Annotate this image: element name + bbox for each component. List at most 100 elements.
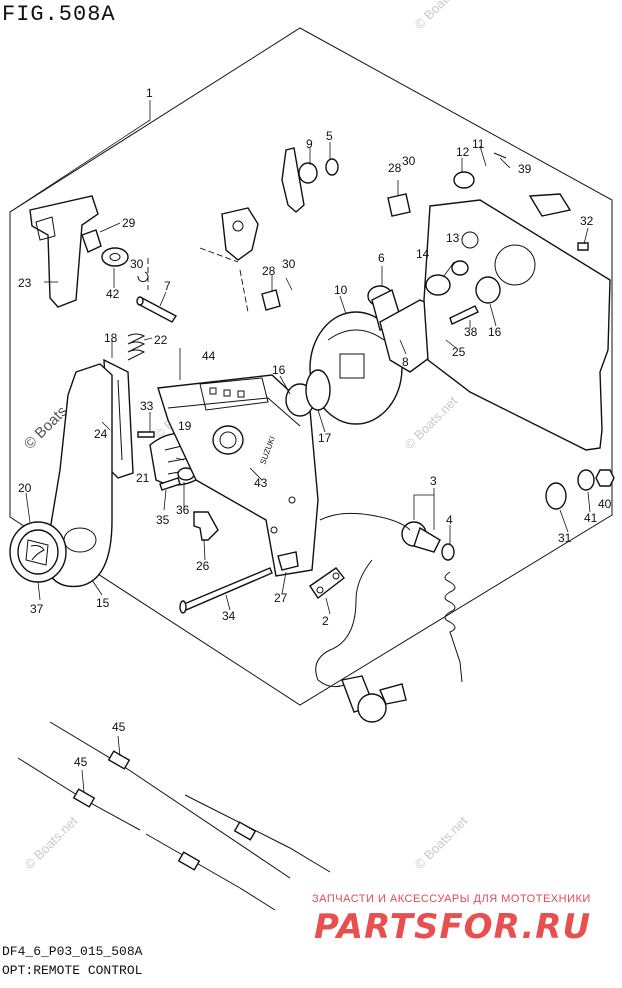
part-snap-ring xyxy=(137,271,149,283)
callout: 30 xyxy=(402,154,416,168)
callout: 1 xyxy=(146,86,153,100)
callout: 26 xyxy=(196,559,210,573)
shop-watermark: ЗАПЧАСТИ И АКСЕССУАРЫ ДЛЯ МОТОТЕХНИКИ PA… xyxy=(312,893,591,947)
callout: 22 xyxy=(154,333,168,347)
part-ring xyxy=(305,369,331,411)
part-cable-clip xyxy=(277,551,299,571)
part-cover-plate xyxy=(528,193,572,217)
callout: 44 xyxy=(202,349,216,363)
part-clip xyxy=(387,193,411,217)
part-control-cable xyxy=(17,757,276,911)
callout: 45 xyxy=(74,755,88,769)
callout: 10 xyxy=(334,283,348,297)
callout: 25 xyxy=(452,345,466,359)
part-hub-cap xyxy=(9,521,67,583)
part-connector-plug xyxy=(357,693,387,723)
part-shift-shaft xyxy=(281,147,305,213)
part-seal xyxy=(453,171,475,189)
part-screw xyxy=(493,152,507,159)
part-long-bolt xyxy=(179,567,273,614)
part-clip xyxy=(261,289,281,311)
part-gear xyxy=(425,274,451,296)
part-cable-end xyxy=(309,567,345,600)
part-back-plate xyxy=(423,199,611,451)
part-bushing xyxy=(298,162,318,184)
callout: 40 xyxy=(598,497,612,511)
callout: 7 xyxy=(164,279,171,293)
callout: 15 xyxy=(96,596,110,610)
assembly-axis-line xyxy=(147,247,249,313)
callout: 23 xyxy=(18,276,32,290)
callout: 31 xyxy=(558,531,572,545)
part-screw xyxy=(137,431,155,438)
watermark: © Boats.net xyxy=(402,393,461,452)
callout: 28 xyxy=(388,161,402,175)
part-washer xyxy=(577,469,595,491)
shop-logo: PARTSFOR.RU xyxy=(314,907,591,947)
part-grommet xyxy=(545,482,567,510)
callout: 4 xyxy=(446,513,453,527)
part-bracket xyxy=(193,511,219,541)
callout: 8 xyxy=(402,355,409,369)
callout: 5 xyxy=(326,129,333,143)
callout: 2 xyxy=(322,614,329,628)
callout: 43 xyxy=(254,476,268,490)
part-handle-grip xyxy=(29,195,99,308)
callout: 24 xyxy=(94,427,108,441)
shop-tagline: ЗАПЧАСТИ И АКСЕССУАРЫ ДЛЯ МОТОТЕХНИКИ xyxy=(312,893,591,905)
watermark: © Boats.net xyxy=(412,813,471,872)
part-screw xyxy=(577,242,589,251)
callout: 18 xyxy=(104,331,118,345)
callout: 3 xyxy=(430,474,437,488)
part-bolt xyxy=(449,305,479,325)
watermark: © Boats.net xyxy=(22,813,81,872)
callout-labels: 1 2 3 4 5 6 7 8 9 10 11 12 13 14 15 16 1… xyxy=(18,86,612,769)
callout: 38 xyxy=(464,325,478,339)
callout: 36 xyxy=(176,503,190,517)
figure-code: DF4_6_P03_015_508A xyxy=(2,944,143,959)
callout: 12 xyxy=(456,145,470,159)
part-stop-switch xyxy=(401,521,455,561)
callout: 30 xyxy=(282,257,296,271)
part-bushing xyxy=(451,260,469,276)
figure-caption: OPT:REMOTE CONTROL xyxy=(2,963,143,978)
part-ring xyxy=(475,276,501,304)
callout: 37 xyxy=(30,602,44,616)
callout: 9 xyxy=(306,137,313,151)
callout: 42 xyxy=(106,287,120,301)
callout: 20 xyxy=(18,481,32,495)
callout: 34 xyxy=(222,609,236,623)
callout: 41 xyxy=(584,511,598,525)
figure-title: FIG.508A xyxy=(2,2,116,27)
watermark: © Boats.net xyxy=(412,0,471,32)
leader-lines xyxy=(9,100,608,793)
part-washer xyxy=(325,158,339,176)
part-spring xyxy=(127,333,146,361)
part-connector xyxy=(379,683,407,705)
callout: 28 xyxy=(262,264,276,278)
part-washer xyxy=(101,247,129,267)
callout: 32 xyxy=(580,214,594,228)
callout: 39 xyxy=(518,162,532,176)
callout: 17 xyxy=(318,431,332,445)
part-control-cable xyxy=(49,721,331,879)
callout: 21 xyxy=(136,471,150,485)
part-remote-housing: SUZUKI xyxy=(157,374,319,577)
callout: 16 xyxy=(488,325,502,339)
assembly-boundary xyxy=(9,27,613,706)
callout: 13 xyxy=(446,231,460,245)
part-lanyard-coil xyxy=(444,571,463,683)
part-clip xyxy=(81,229,102,253)
callout: 30 xyxy=(130,257,144,271)
callout: 14 xyxy=(416,247,430,261)
callout: 35 xyxy=(156,513,170,527)
callout: 27 xyxy=(274,591,288,605)
callout: 6 xyxy=(378,251,385,265)
callout: 33 xyxy=(140,399,154,413)
callout: 19 xyxy=(178,419,192,433)
callout: 16 xyxy=(272,363,286,377)
part-screw xyxy=(159,477,181,491)
callout: 45 xyxy=(112,720,126,734)
callout: 11 xyxy=(472,137,485,151)
